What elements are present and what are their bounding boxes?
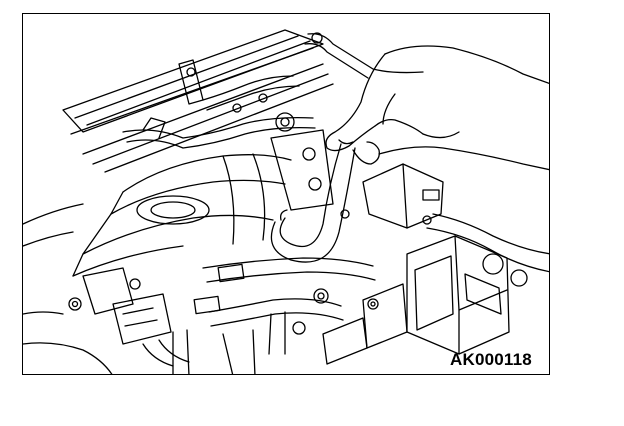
engine-left-body: [23, 204, 255, 375]
lower-left-connector: [69, 268, 189, 375]
radiator-grille: [63, 30, 333, 172]
illustration-frame: AK000118: [22, 13, 550, 375]
bracket-plate: [271, 130, 333, 210]
hand: [326, 46, 550, 170]
fuel-rail: [194, 258, 375, 354]
upper-pipe: [305, 33, 423, 78]
hose-clip: [179, 60, 299, 110]
bolts: [233, 94, 431, 309]
engine-hose-illustration: [23, 14, 550, 375]
small-hose: [123, 113, 315, 148]
hose: [271, 144, 355, 262]
figure-code: AK000118: [450, 350, 532, 369]
ignition-coil: [323, 236, 509, 364]
intake-manifold: [73, 154, 291, 276]
engine-block-right: [363, 164, 550, 286]
